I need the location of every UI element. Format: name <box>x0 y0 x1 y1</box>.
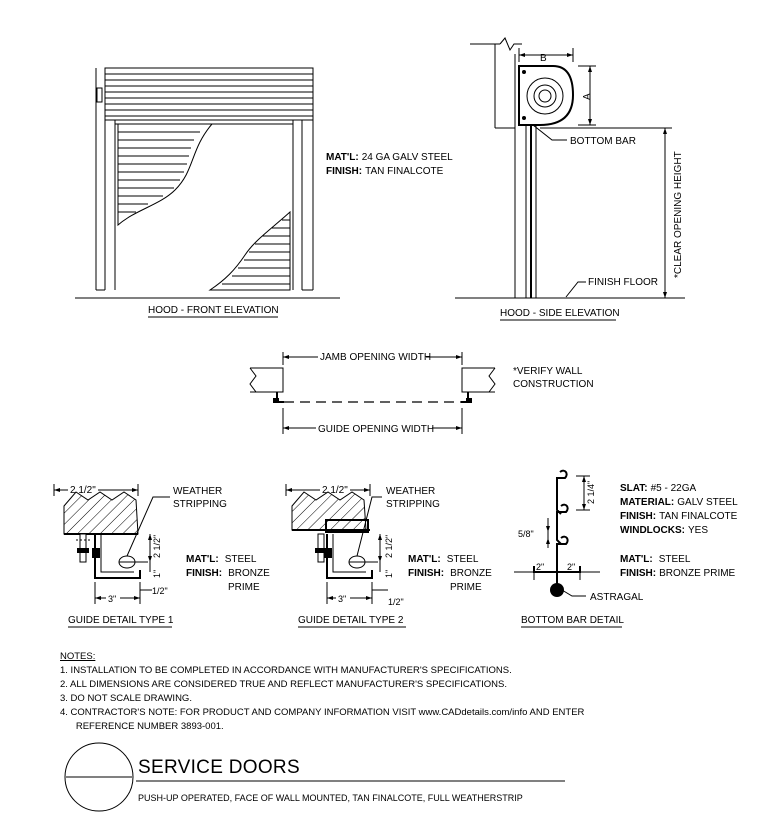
g1-weather-line2: STRIPPING <box>173 499 227 510</box>
break-right <box>488 367 496 393</box>
g2-finish: FINISH:BRONZE <box>408 568 492 579</box>
g1-dim-vert: 2 1/2" <box>152 535 162 558</box>
hood-slats <box>105 73 313 117</box>
g1-material: MAT'L:STEEL <box>186 554 257 565</box>
clear-opening-height: *CLEAR OPENING HEIGHT <box>673 151 684 278</box>
hood-side-elevation: B A BOTTOM BAR *CLEAR OPENING HEIGHT FIN… <box>455 37 685 321</box>
g1-dim-top: 2 1/2" <box>70 485 96 496</box>
page-subtitle: PUSH-UP OPERATED, FACE OF WALL MOUNTED, … <box>138 793 523 803</box>
g1-weather-line1: WEATHER <box>173 486 222 497</box>
coil-inner <box>538 89 552 103</box>
guide-detail-type-2: 2 1/2" WEATHER STRIPPING 2 1/2" 1" 3" 1/… <box>285 483 492 628</box>
hood-front-caption: HOOD - FRONT ELEVATION <box>148 305 279 316</box>
title-block <box>64 742 565 812</box>
slat-bottom <box>556 535 569 566</box>
bb-dim-slat: 2 1/4" <box>586 481 596 504</box>
hood-bracket <box>96 87 103 103</box>
curtain-upper <box>117 123 214 227</box>
notes-heading: NOTES: <box>60 651 96 662</box>
bottom-bar-label: BOTTOM BAR <box>570 136 636 147</box>
g1-dim-half: 1/2" <box>152 586 168 596</box>
g2-dim-three: 3" <box>338 594 346 604</box>
note-item: REFERENCE NUMBER 3893-001. <box>60 721 224 732</box>
hood-front-elevation: HOOD - FRONT ELEVATION MAT'L:24 GA GALV … <box>75 67 453 318</box>
bb-windlocks-spec: WINDLOCKS:YES <box>620 525 708 536</box>
g1-finish-prime: PRIME <box>228 582 260 593</box>
bottom-bar-detail: 2 1/4" 5/8" 2" 2" ASTRAGAL SLAT:#5 - 22G… <box>514 469 738 628</box>
note-item: 1. INSTALLATION TO BE COMPLETED IN ACCOR… <box>60 665 512 676</box>
g2-dim-one: 1" <box>384 570 394 578</box>
slat-top <box>556 469 568 515</box>
g2-dim-vert: 2 1/2" <box>384 535 394 558</box>
bb-astragal: ASTRAGAL <box>590 592 644 603</box>
g1-dim-one: 1" <box>152 570 162 578</box>
bb-finish2-spec: FINISH:BRONZE PRIME <box>620 568 736 579</box>
dim-a: A <box>582 93 593 100</box>
break-left <box>249 367 257 393</box>
coil-middle <box>533 84 557 108</box>
guide-opening-width: GUIDE OPENING WIDTH <box>318 424 434 435</box>
title-circle <box>64 742 134 812</box>
bb-finish-spec: FINISH:TAN FINALCOTE <box>620 511 738 522</box>
g1-caption: GUIDE DETAIL TYPE 1 <box>68 615 174 626</box>
page-title: SERVICE DOORS <box>138 757 300 778</box>
plan-view: JAMB OPENING WIDTH GUIDE OPENING WIDTH *… <box>249 351 594 435</box>
slat-middle <box>556 503 569 545</box>
guide-detail-type-1: 2 1/2" WEATHER STRIPPING 2 1/2" 1" 3" <box>53 483 270 628</box>
hood-housing <box>518 65 575 126</box>
verify-wall-line2: CONSTRUCTION <box>513 379 594 390</box>
curtain-lower <box>208 210 291 291</box>
bb-mat2-spec: MAT'L:STEEL <box>620 554 691 565</box>
bb-dim-left: 2" <box>536 562 544 572</box>
bb-caption: BOTTOM BAR DETAIL <box>521 615 624 626</box>
astragal-seal <box>550 583 564 597</box>
coil-outer <box>526 77 564 115</box>
g2-caption: GUIDE DETAIL TYPE 2 <box>298 615 404 626</box>
jamb-opening-width: JAMB OPENING WIDTH <box>320 352 431 363</box>
dim-b: B <box>540 53 547 64</box>
verify-wall-line1: *VERIFY WALL <box>513 366 583 377</box>
hood-front-material: MAT'L:24 GA GALV STEEL <box>326 152 453 163</box>
note-item: 4. CONTRACTOR'S NOTE: FOR PRODUCT AND CO… <box>60 707 585 718</box>
g2-dim-top: 2 1/2" <box>322 485 348 496</box>
bb-slat-spec: SLAT:#5 - 22GA <box>620 483 697 494</box>
g2-finish-prime: PRIME <box>450 582 482 593</box>
finish-floor-label: FINISH FLOOR <box>588 277 658 288</box>
note-item: 2. ALL DIMENSIONS ARE CONSIDERED TRUE AN… <box>60 679 507 690</box>
g2-frame-block <box>325 519 369 533</box>
g2-dim-half: 1/2" <box>388 597 404 607</box>
g1-dim-three: 3" <box>108 594 116 604</box>
g1-finish: FINISH:BRONZE <box>186 568 270 579</box>
g2-weather-line1: WEATHER <box>386 486 435 497</box>
bb-dim-58: 5/8" <box>518 529 534 539</box>
g2-wall-section <box>291 491 367 531</box>
g1-wall-section <box>63 491 139 535</box>
note-item: 3. DO NOT SCALE DRAWING. <box>60 693 192 704</box>
bb-dim-right: 2" <box>567 562 575 572</box>
hood-front-finish: FINISH:TAN FINALCOTE <box>326 166 444 177</box>
hood-side-caption: HOOD - SIDE ELEVATION <box>500 308 620 319</box>
g2-weather-line2: STRIPPING <box>386 499 440 510</box>
bb-material-spec: MATERIAL:GALV STEEL <box>620 497 738 508</box>
g2-material: MAT'L:STEEL <box>408 554 479 565</box>
